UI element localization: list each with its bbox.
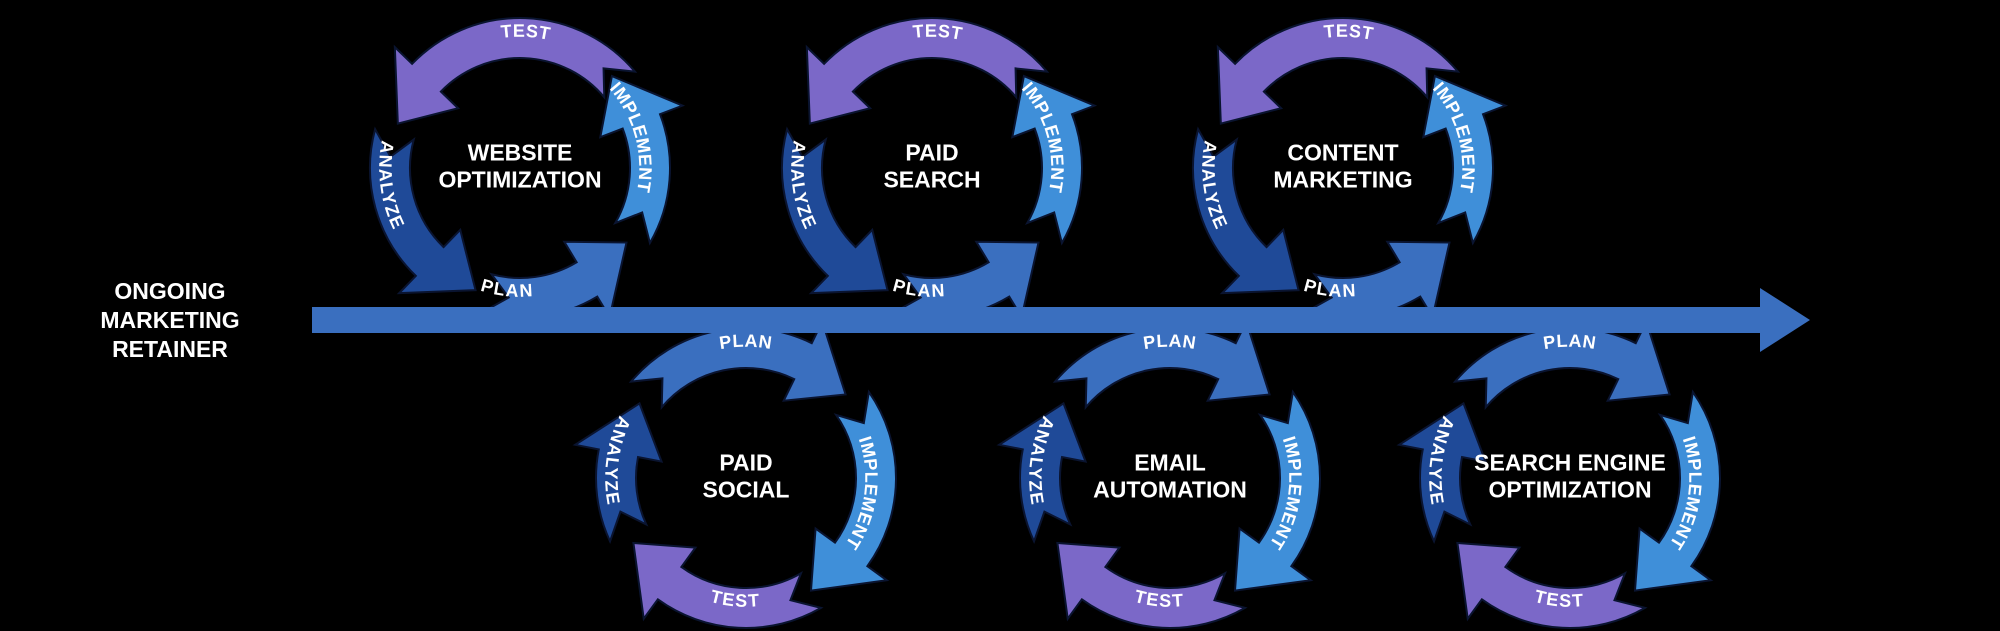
content-marketing-analyze-arrow [1192, 126, 1300, 295]
search-engine-optimization-plan-label: PLAN [1542, 331, 1598, 353]
paid-search-test-arrow-group [805, 16, 1050, 125]
website-optimization-implement-arrow [598, 74, 686, 246]
content-marketing-title-line-1: CONTENT [1287, 140, 1398, 166]
timeline-arrow [312, 288, 1810, 352]
content-marketing-test-arrow-group [1216, 16, 1461, 125]
paid-social-implement-arrow [809, 389, 897, 592]
search-engine-optimization-implement-arrow [1633, 389, 1721, 592]
email-automation-analyze-arrow [996, 401, 1088, 545]
timeline-arrowhead [1760, 288, 1810, 352]
cycles-layer: TESTIMPLEMENTPLANANALYZEWEBSITEOPTIMIZAT… [369, 16, 1721, 629]
paid-social-plan-label: PLAN [718, 331, 774, 353]
main-label-line-1: ONGOING [114, 278, 225, 304]
search-engine-optimization-title-line-1: SEARCH ENGINE [1474, 450, 1666, 476]
email-automation-implement-arrow [1233, 389, 1321, 592]
paid-search-test-arrow [805, 16, 1050, 125]
search-engine-optimization-test-arrow [1456, 541, 1648, 629]
paid-search-analyze-arrow-group [781, 126, 889, 295]
email-automation-plan-arrow [1052, 318, 1271, 411]
content-marketing-implement-arrow-group [1421, 74, 1509, 246]
content-marketing-analyze-arrow-group [1192, 126, 1300, 295]
content-marketing-title-line-2: MARKETING [1273, 167, 1412, 193]
content-marketing-test-arrow [1216, 16, 1461, 125]
paid-search-title-line-1: PAID [905, 140, 958, 166]
email-automation-plan-label: PLAN [1142, 331, 1198, 353]
main-label-line-3: RETAINER [112, 336, 228, 362]
paid-social-test-arrow [632, 541, 824, 629]
email-automation-title-line-1: EMAIL [1134, 450, 1206, 476]
search-engine-optimization-plan-arrow [1452, 318, 1671, 411]
website-optimization-test-arrow-group [393, 16, 638, 125]
search-engine-optimization-analyze-arrow [1396, 401, 1488, 545]
paid-search-implement-arrow-group [1010, 74, 1098, 246]
main-label: ONGOING MARKETING RETAINER [100, 278, 239, 362]
paid-social-title-line-2: SOCIAL [703, 477, 790, 503]
email-automation-title-line-2: AUTOMATION [1093, 477, 1247, 503]
website-optimization-test-arrow [393, 16, 638, 125]
website-optimization-implement-arrow-group [598, 74, 686, 246]
email-automation-test-arrow [1056, 541, 1248, 629]
paid-search-analyze-arrow [781, 126, 889, 295]
paid-social-title-line-1: PAID [719, 450, 772, 476]
main-label-line-2: MARKETING [100, 307, 239, 333]
timeline-shaft [312, 307, 1764, 333]
paid-search-title-line-2: SEARCH [883, 167, 980, 193]
website-optimization-analyze-arrow [369, 126, 477, 295]
paid-search-implement-arrow [1010, 74, 1098, 246]
paid-social-analyze-arrow [572, 401, 664, 545]
search-engine-optimization-title-line-2: OPTIMIZATION [1488, 477, 1651, 503]
website-optimization-title-line-2: OPTIMIZATION [438, 167, 601, 193]
content-marketing-implement-arrow [1421, 74, 1509, 246]
paid-social-plan-arrow [628, 318, 847, 411]
website-optimization-title-line-1: WEBSITE [468, 140, 573, 166]
website-optimization-analyze-arrow-group [369, 126, 477, 295]
